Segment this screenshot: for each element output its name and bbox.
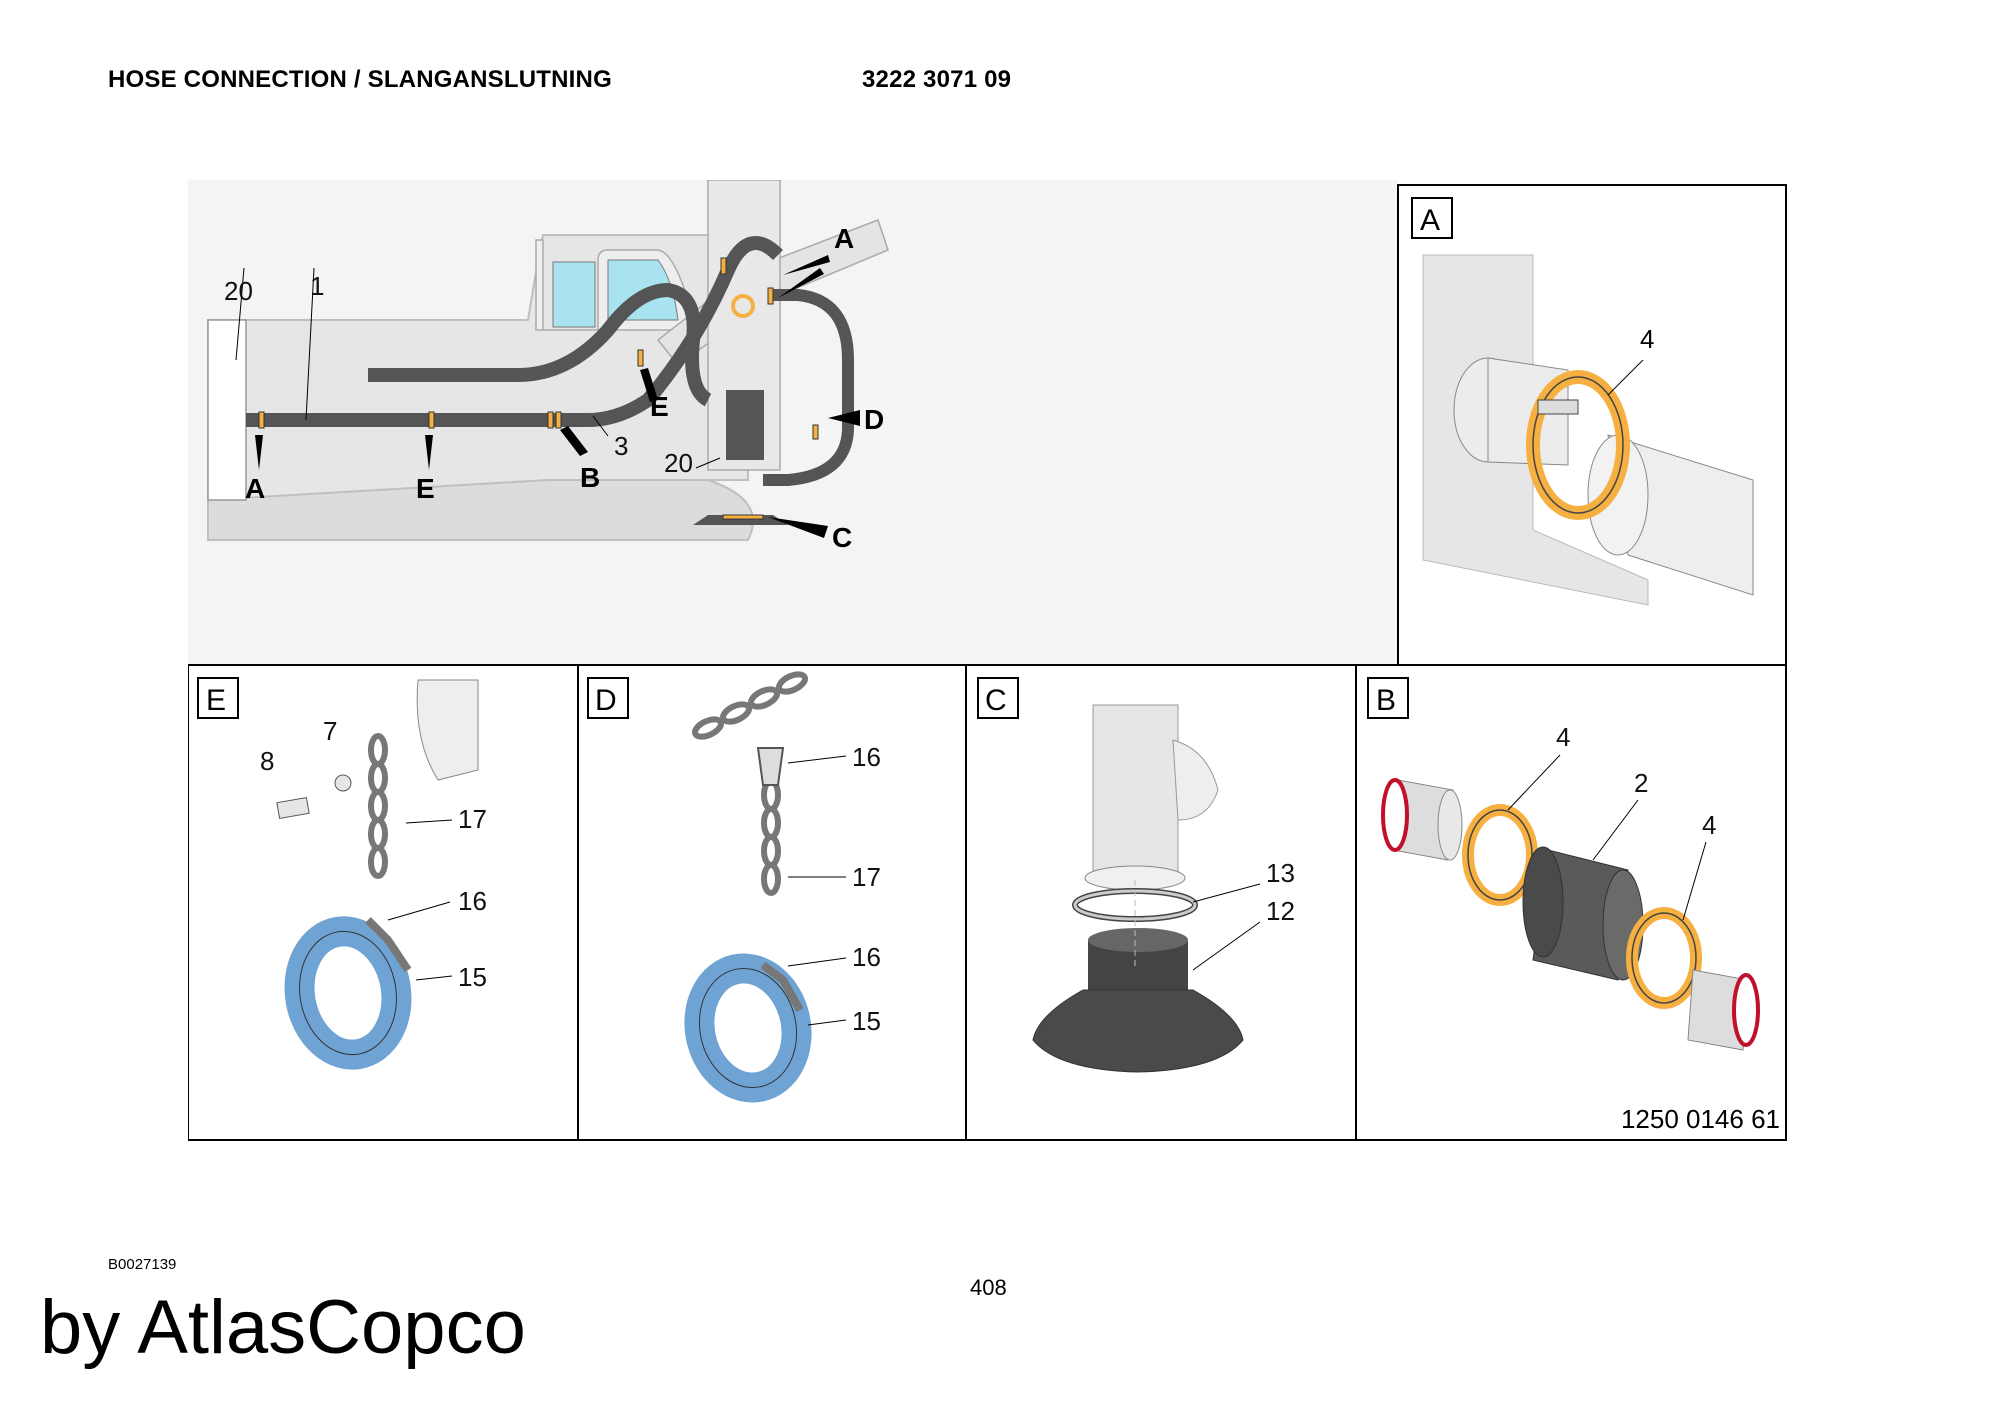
panel-a-label: A bbox=[1420, 204, 1440, 237]
panel-e-callout-16: 16 bbox=[458, 886, 487, 916]
page-title: HOSE CONNECTION / SLANGANSLUTNING bbox=[108, 66, 612, 93]
hose-connection-diagram: 20 1 3 20 A E B E A D C A 4 bbox=[188, 180, 1787, 1141]
panel-b: B 4 2 4 1250 0146 61 bbox=[1367, 677, 1780, 1134]
part-number: 3222 3071 09 bbox=[862, 66, 1012, 93]
marker-a-left: A bbox=[245, 473, 265, 504]
panel-c: C 13 12 bbox=[977, 677, 1295, 1073]
marker-b: B bbox=[580, 462, 600, 493]
panel-d-callout-16a: 16 bbox=[852, 742, 881, 772]
panel-e-callout-15: 15 bbox=[458, 962, 487, 992]
panel-b-callout-2: 2 bbox=[1634, 768, 1648, 798]
panel-d-callout-16b: 16 bbox=[852, 942, 881, 972]
panel-d-callout-17: 17 bbox=[852, 862, 881, 892]
panel-e-callout-8: 8 bbox=[260, 746, 274, 776]
callout-20b: 20 bbox=[664, 448, 693, 478]
panel-e-callout-7: 7 bbox=[323, 716, 337, 746]
marker-e-right: E bbox=[650, 391, 669, 422]
panel-c-callout-12: 12 bbox=[1266, 896, 1295, 926]
marker-a-right: A bbox=[834, 223, 854, 254]
panel-a: A 4 bbox=[1397, 184, 1787, 666]
panel-b-callout-4a: 4 bbox=[1556, 722, 1570, 752]
panel-e: E 7 8 17 16 15 bbox=[197, 677, 487, 1070]
panel-b-callout-4b: 4 bbox=[1702, 810, 1716, 840]
panel-b-label: B bbox=[1376, 684, 1396, 717]
overview-illustration: 20 1 3 20 A E B E A D C bbox=[188, 180, 1398, 665]
marker-c: C bbox=[832, 522, 852, 553]
callout-3: 3 bbox=[614, 431, 628, 461]
callout-1: 1 bbox=[310, 271, 324, 301]
panel-d: D 16 17 16 15 bbox=[587, 671, 881, 1103]
callout-20: 20 bbox=[224, 276, 253, 306]
marker-d: D bbox=[864, 404, 884, 435]
marker-e-left: E bbox=[416, 473, 435, 504]
drawing-number: 1250 0146 61 bbox=[1621, 1104, 1780, 1134]
panel-d-callout-15: 15 bbox=[852, 1006, 881, 1036]
panel-d-label: D bbox=[595, 684, 617, 717]
panel-a-callout-4: 4 bbox=[1640, 324, 1654, 354]
page-number: 408 bbox=[970, 1275, 1007, 1300]
brand-watermark: by AtlasCopco bbox=[40, 1285, 526, 1370]
panel-c-label: C bbox=[985, 684, 1007, 717]
panel-c-callout-13: 13 bbox=[1266, 858, 1295, 888]
document-id: B0027139 bbox=[108, 1256, 177, 1273]
panel-e-label: E bbox=[206, 684, 226, 717]
panel-e-callout-17: 17 bbox=[458, 804, 487, 834]
